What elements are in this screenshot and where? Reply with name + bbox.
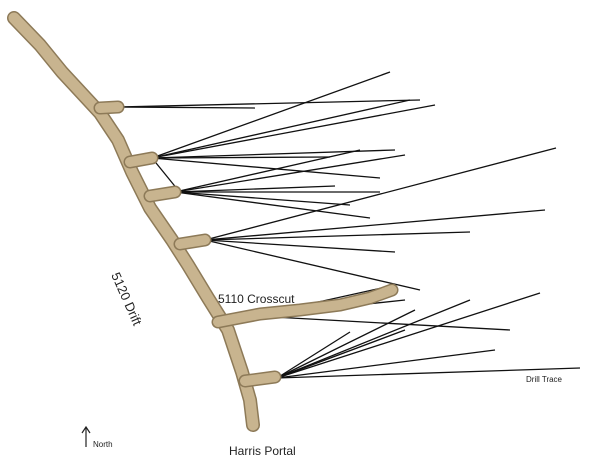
- drill-trace-line: [151, 99, 411, 159]
- drill-trace-line: [174, 154, 406, 193]
- crosscut-5110: [213, 285, 397, 327]
- drill-trace-line: [174, 191, 351, 206]
- drill-trace-line: [276, 292, 541, 379]
- drill-trace-line: [204, 239, 421, 291]
- portal-label: Harris Portal: [229, 444, 296, 458]
- drill-trace-line: [151, 156, 331, 159]
- north-arrow-icon: [81, 425, 91, 447]
- drill-trace-line: [174, 185, 336, 193]
- drill-trace-line: [151, 104, 436, 159]
- drill-trace-line: [204, 239, 396, 253]
- drill-trace-line: [276, 367, 581, 379]
- drill-trace-line: [117, 106, 256, 109]
- drill-trace-line: [174, 191, 371, 219]
- north-label: North: [93, 440, 113, 449]
- drill-trace-line: [204, 231, 471, 241]
- drift-5120-shadow: [7, 11, 260, 432]
- drill-trace-label: Drill Trace: [526, 375, 563, 384]
- drill-trace-line: [151, 71, 391, 159]
- drift-5120: [8, 12, 259, 431]
- drill-trace-line: [276, 299, 471, 379]
- tunnels: [7, 11, 399, 432]
- crosscut-2: [125, 153, 157, 167]
- drill-trace-line: [276, 349, 496, 379]
- drill-traces: [117, 71, 581, 379]
- drill-trace-line: [204, 209, 546, 241]
- drill-trace-line: [276, 309, 416, 379]
- drill-trace-line: [174, 149, 361, 193]
- drill-trace-line: [151, 157, 179, 191]
- crosscut-1: [95, 102, 123, 113]
- crosscut-label: 5110 Crosscut: [218, 292, 295, 306]
- drill-trace-line: [254, 315, 511, 331]
- drill-trace-line: [204, 147, 557, 241]
- drill-trace-line: [117, 99, 421, 108]
- crosscut-3: [145, 187, 180, 201]
- crosscut-4: [175, 235, 210, 249]
- drill-trace-line: [151, 157, 381, 179]
- drill-trace-line: [276, 329, 406, 379]
- crosscut-6: [240, 372, 280, 386]
- drill-trace-line: [276, 331, 351, 379]
